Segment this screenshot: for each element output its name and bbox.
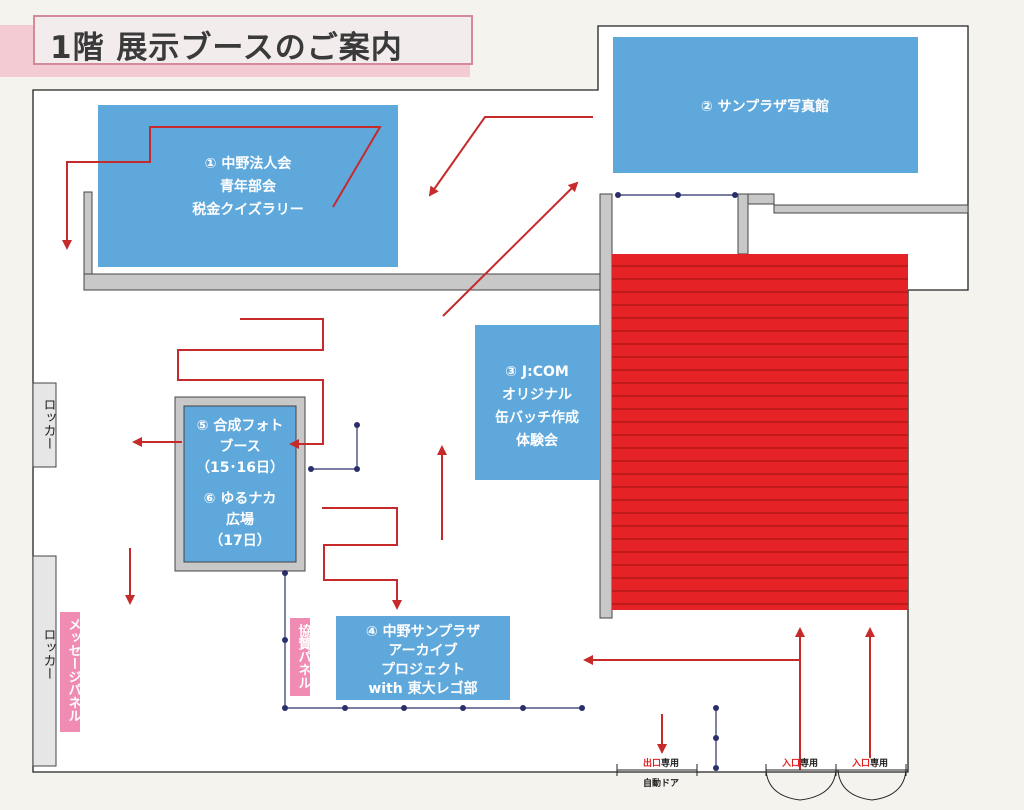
booth-4-line-1: ④ 中野サンプラザ bbox=[366, 623, 480, 640]
title-box: 1階 展示ブースのご案内 bbox=[0, 15, 473, 77]
booth-1-line-1: ① 中野法人会 bbox=[205, 155, 293, 172]
booth-3 bbox=[475, 325, 600, 480]
stanchion-posts bbox=[282, 192, 738, 771]
booth-3-line-2: オリジナル bbox=[502, 387, 572, 403]
booth-3-line-4: 体験会 bbox=[516, 432, 559, 449]
booth-5-line-3: （15･16日） bbox=[196, 460, 284, 476]
page-title: 1階 展示ブースのご案内 bbox=[50, 30, 403, 66]
booth-4-line-4: with 東大レゴ部 bbox=[368, 680, 477, 697]
booth-5-line-2: ブース bbox=[219, 438, 260, 455]
route-arrow bbox=[177, 318, 324, 449]
booth-2-line-1: ② サンプラザ写真館 bbox=[701, 98, 829, 115]
message-panel-label: メッセージパネル bbox=[66, 618, 82, 722]
booth-5-6 bbox=[183, 405, 297, 563]
booth-2 bbox=[613, 37, 918, 173]
sponsor-panel-label: 協賛パネル bbox=[296, 623, 312, 689]
route-arrow bbox=[322, 507, 402, 610]
seating-area bbox=[612, 254, 908, 610]
auto-door-label: 自動ドア bbox=[643, 777, 679, 789]
booth-6-line-3: （17日） bbox=[209, 533, 270, 549]
booth-4-line-3: プロジェクト bbox=[381, 662, 465, 678]
booth-4 bbox=[336, 616, 510, 700]
booth-6-line-2: 広場 bbox=[226, 511, 254, 528]
message-panel bbox=[60, 612, 80, 732]
route-arrow bbox=[442, 181, 579, 317]
sponsor-panel bbox=[290, 618, 310, 696]
booth-1 bbox=[98, 105, 398, 267]
booth-1-line-3: 税金クイズラリー bbox=[192, 201, 304, 218]
booth-3-line-1: ③ J:COM bbox=[505, 364, 569, 380]
booth-1-line-2: 青年部会 bbox=[220, 178, 277, 195]
entrance-1-label: 入口専用 bbox=[781, 757, 818, 769]
booth-6-line-1: ⑥ ゆるナカ bbox=[204, 491, 277, 507]
interior-walls bbox=[83, 191, 969, 619]
exit-label: 出口専用 bbox=[643, 757, 679, 769]
route-arrow bbox=[428, 116, 593, 197]
booth-4-line-2: アーカイブ bbox=[388, 642, 457, 659]
locker-top-label: ロッカー bbox=[41, 398, 56, 450]
locker-bottom-label: ロッカー bbox=[41, 628, 56, 680]
booth-5-line-1: ⑤ 合成フォト bbox=[197, 417, 284, 434]
locker-top bbox=[32, 382, 57, 468]
route-arrows bbox=[62, 116, 875, 770]
doors bbox=[616, 764, 908, 801]
title-frame bbox=[33, 15, 473, 65]
entrance-2-label: 入口専用 bbox=[851, 757, 888, 769]
locker-bottom bbox=[32, 555, 57, 767]
route-arrow bbox=[62, 126, 382, 250]
booth-3-line-3: 缶バッチ作成 bbox=[495, 409, 579, 426]
